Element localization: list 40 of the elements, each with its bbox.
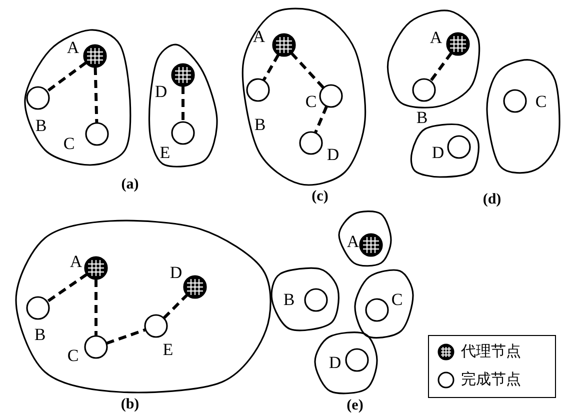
- dashed-link: [429, 52, 453, 82]
- node-letter: C: [535, 93, 547, 111]
- node-letter: C: [391, 291, 403, 309]
- dashed-link: [46, 61, 88, 93]
- node-letter: A: [346, 233, 360, 251]
- node-letter: A: [70, 253, 82, 271]
- dashed-link: [94, 66, 98, 124]
- node-letter: D: [154, 83, 168, 101]
- node-letter: C: [63, 135, 75, 153]
- node-letter: C: [67, 347, 79, 365]
- node-letter: B: [416, 109, 428, 127]
- node-letter: A: [430, 29, 442, 47]
- panel-caption: (d): [482, 192, 502, 208]
- legend-text: 代理节点: [461, 342, 521, 361]
- node-letter: B: [254, 116, 266, 134]
- dashed-link: [290, 52, 325, 89]
- node-letter: A: [66, 39, 80, 57]
- node-letter: D: [170, 264, 182, 282]
- node-letter: A: [252, 28, 266, 46]
- panel-caption: (b): [120, 396, 140, 414]
- dashed-link: [262, 54, 280, 82]
- node-letter: C: [305, 93, 317, 111]
- legend-text: 完成节点: [461, 370, 521, 389]
- dashed-link: [182, 86, 184, 122]
- panel-caption: (e): [346, 398, 364, 414]
- node-letter: D: [328, 354, 342, 372]
- panel-caption: (c): [312, 188, 328, 206]
- dashed-link: [106, 328, 146, 345]
- node-letter: D: [326, 146, 340, 164]
- node-letter: E: [162, 341, 174, 359]
- panel-caption: (a): [121, 176, 139, 194]
- node-letter: B: [35, 117, 47, 135]
- dashed-link: [314, 106, 328, 134]
- node-letter: B: [34, 326, 46, 344]
- dashed-link: [162, 294, 188, 320]
- dashed-link: [94, 279, 98, 336]
- node-letter: B: [283, 291, 295, 309]
- node-letter: E: [160, 144, 170, 162]
- dashed-link: [46, 273, 88, 303]
- node-letter: D: [432, 144, 444, 162]
